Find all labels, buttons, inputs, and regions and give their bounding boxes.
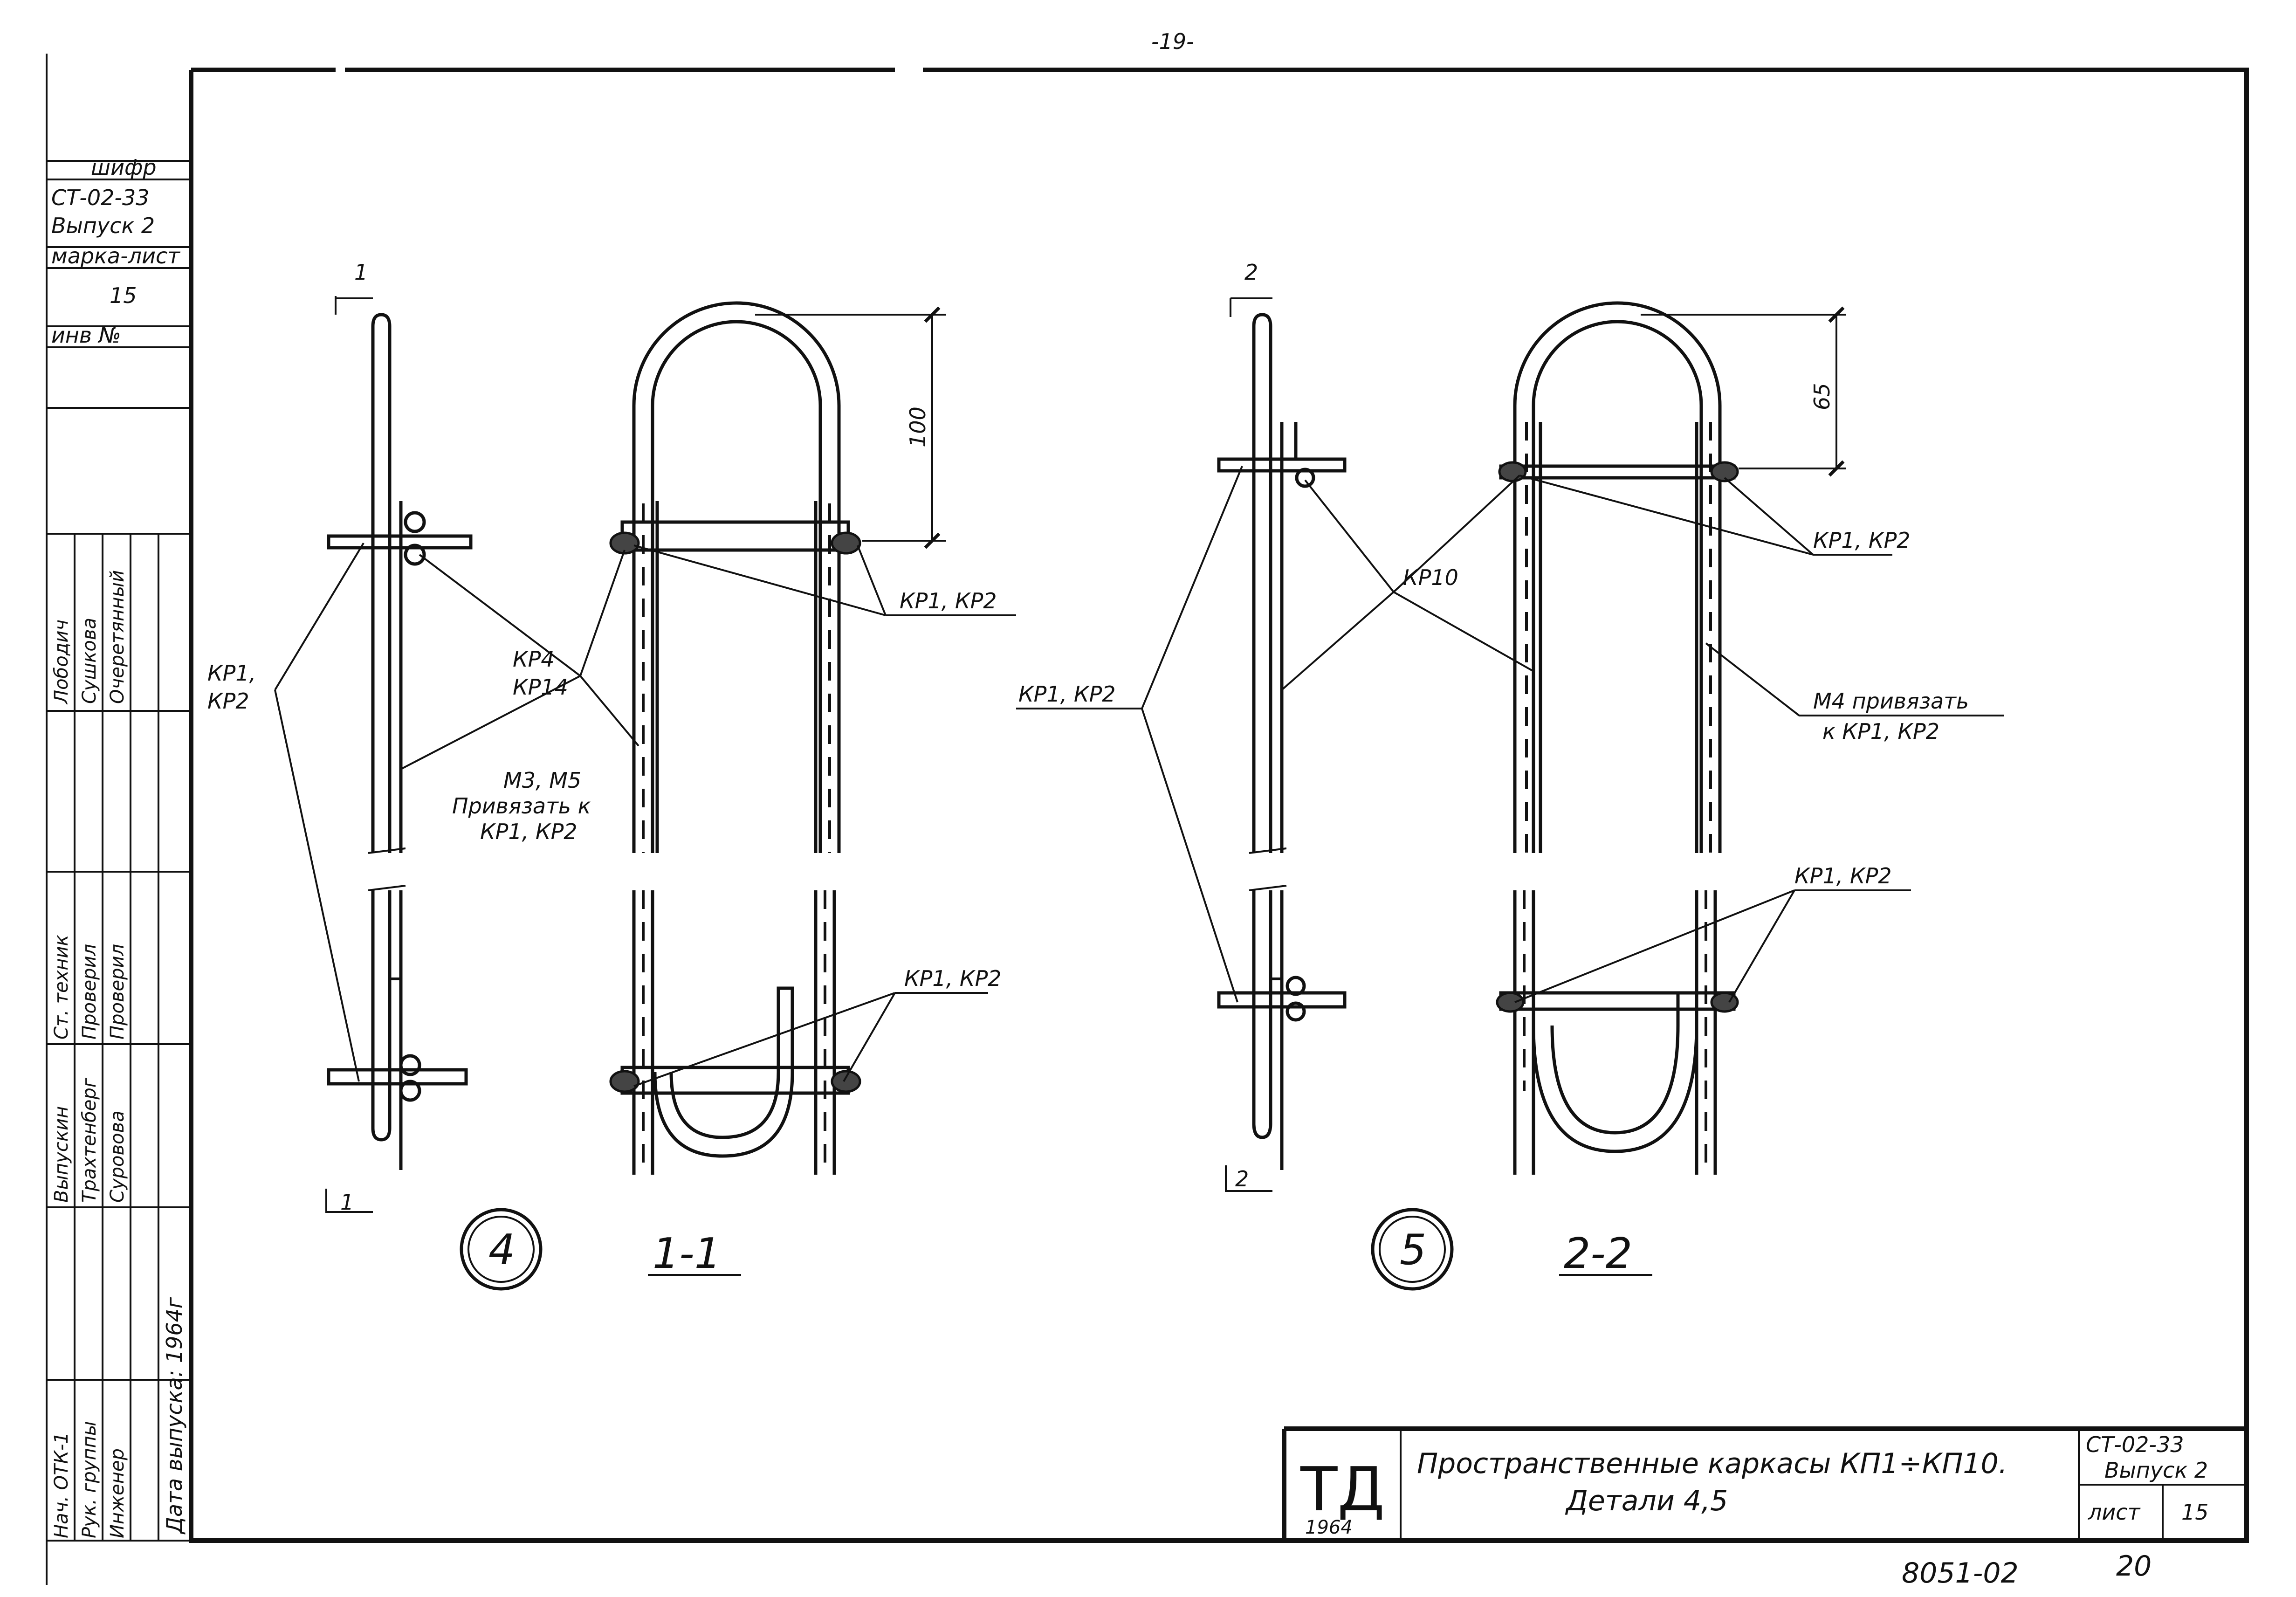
cipher-issue: Выпуск 2 (51, 213, 155, 238)
footer-page: 20 (2116, 1550, 2152, 1583)
name-6: Сушкова (79, 618, 100, 704)
side-stamp: шифр СТ-02-33 Выпуск 2 марка-лист 15 инв… (47, 155, 191, 1541)
role-1: Нач. ОТК-1 (51, 1432, 72, 1538)
leaders-5 (1016, 466, 2004, 1003)
cut-mark-top-5: 2 (1244, 260, 1258, 285)
sheet-frame (46, 54, 2249, 1585)
detail-4-section (609, 301, 946, 1175)
detail-5-side-view (1217, 297, 1347, 1192)
title-code: СТ-02-33 (2086, 1432, 2184, 1457)
sheet-value: 15 (2181, 1500, 2209, 1525)
mark-sheet-label: марка-лист (51, 243, 180, 268)
label-kr1kr2-5-top: КР1, КР2 (1813, 528, 1911, 553)
page-number: -19- (1151, 29, 1194, 54)
name-2: Трахтенберг (79, 1077, 100, 1203)
cipher-value: СТ-02-33 (51, 185, 149, 210)
detail-number-5: 5 (1400, 1225, 1426, 1274)
dimension-5: 65 (1809, 383, 1835, 410)
cut-mark-top-4: 1 (354, 260, 368, 285)
label-m3-line3: КР1, КР2 (480, 819, 577, 844)
name-1: Выпускин (51, 1106, 72, 1203)
name-7: Очеретянный (107, 570, 128, 704)
label-kr14: КР14 (513, 675, 568, 700)
cut-mark-bottom-4: 1 (340, 1190, 354, 1215)
role-3: Инженер (107, 1448, 128, 1538)
label-kr1-4a: КР1, (207, 661, 256, 686)
role-2: Рук. группы (79, 1421, 100, 1538)
detail-number-4: 4 (488, 1225, 515, 1274)
title-line-1: Пространственные каркасы КП1÷КП10. (1417, 1447, 2007, 1480)
title-line-2: Детали 4,5 (1565, 1485, 1728, 1517)
role-6: Лободич (51, 620, 72, 705)
role-4: Ст. техник (51, 935, 72, 1039)
label-kr1kr2-4-bottom: КР1, КР2 (904, 966, 1002, 991)
role-5: Проверил (79, 944, 100, 1039)
detail-4-side-view (325, 296, 473, 1213)
detail-markers (460, 1208, 1652, 1291)
inv-label: инв № (51, 323, 121, 348)
title-block (1282, 1426, 2247, 1541)
label-m3-line1: М3, М5 (503, 768, 581, 793)
date-issue: Дата выпуска: 1964г (162, 1297, 187, 1535)
cipher-label: шифр (91, 155, 157, 180)
logo-year: 1964 (1305, 1517, 1353, 1538)
sheet-label: лист (2088, 1500, 2141, 1525)
name-5: Проверил (107, 944, 128, 1039)
doc-number: 8051-02 (1902, 1557, 2019, 1590)
title-issue: Выпуск 2 (2104, 1458, 2208, 1483)
detail-5-section (1496, 301, 1846, 1175)
label-kr2-4a: КР2 (207, 688, 249, 714)
section-label-2-2: 2-2 (1564, 1229, 1632, 1278)
label-m4-line2: к КР1, КР2 (1822, 719, 1939, 744)
name-3: Суровова (107, 1110, 128, 1203)
label-m4-line1: М4 привязать (1813, 688, 1969, 714)
cut-mark-bottom-5: 2 (1235, 1166, 1249, 1191)
label-m3-line2: Привязать к (452, 793, 591, 819)
section-label-1-1: 1-1 (653, 1229, 721, 1278)
label-kr1kr2-4-top: КР1, КР2 (900, 588, 997, 613)
logo-td: ТД (1300, 1454, 1385, 1525)
label-kr4: КР4 (513, 647, 555, 672)
mark-sheet-value: 15 (110, 283, 137, 308)
label-kr1kr2-5-bottom: КР1, КР2 (1794, 863, 1892, 888)
dimension-4: 100 (905, 406, 930, 447)
leaders-4 (274, 542, 1016, 1087)
label-kr1kr2-5-left: КР1, КР2 (1018, 681, 1116, 707)
label-kr10: КР10 (1403, 565, 1458, 590)
